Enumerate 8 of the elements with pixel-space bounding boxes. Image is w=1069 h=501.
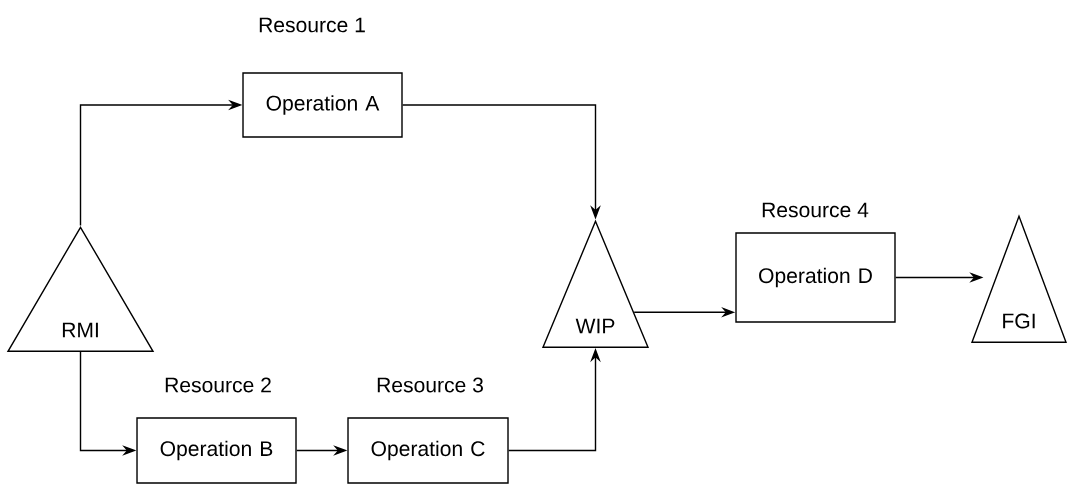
resource-label: Resource 2: [165, 377, 271, 393]
process-box: Operation C: [347, 417, 509, 484]
resource-label: Resource 4: [762, 202, 869, 218]
process-box: Operation D: [735, 232, 896, 323]
process-box: Operation B: [136, 417, 297, 484]
resource-label: Resource 1: [259, 17, 365, 33]
process-box: Operation A: [242, 72, 403, 138]
resource-label: Resource 3: [377, 377, 483, 393]
